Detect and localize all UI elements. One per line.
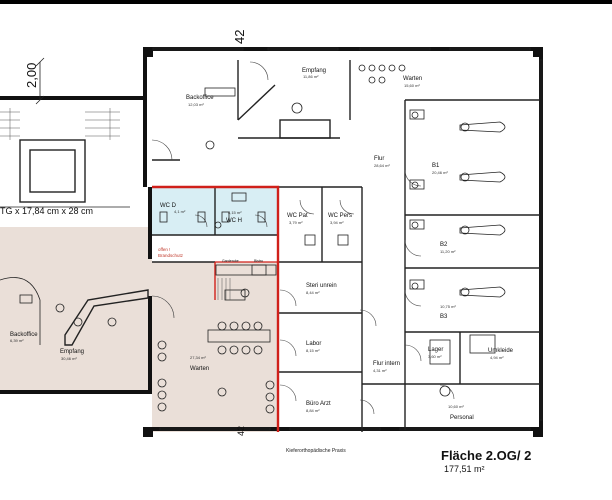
dim-left-height: 2,00 xyxy=(24,63,39,88)
top-border-strip xyxy=(0,0,612,4)
room-area-wc-d: 4,1 m² xyxy=(174,209,186,214)
room-name-umkleide: Umkleide xyxy=(488,348,514,354)
room-name-empfang-left: Empfang xyxy=(60,349,84,355)
reception-desk-left xyxy=(0,277,149,346)
room-area-b3: 10,75 m² xyxy=(440,304,456,309)
room-area-wc-pers: 3,94 m² xyxy=(330,220,344,225)
service-furniture xyxy=(215,264,496,397)
room-name-b3: B3 xyxy=(440,314,448,320)
room-area-b1: 20,46 m² xyxy=(432,170,448,175)
room-name-flur-intern: Flur intern xyxy=(373,361,400,367)
room-area-empfang-top: 11,86 m² xyxy=(303,74,319,79)
fire-note-open: offen ! xyxy=(158,247,170,252)
room-name-wc-pat: WC Pat xyxy=(287,213,308,219)
room-labels: Backoffice 12,03 m² Empfang 11,86 m² War… xyxy=(10,68,514,421)
room-area-labor: 8,15 m² xyxy=(306,348,320,353)
room-area-steri: 8,44 m² xyxy=(306,290,320,295)
fire-boundary xyxy=(152,185,280,432)
room-area-buero-arzt: 8,84 m² xyxy=(306,408,320,413)
stair-spec: TG x 17,84 cm x 28 cm xyxy=(0,206,93,216)
sign-bistro: Bistro xyxy=(254,259,263,263)
room-area-b2: 11,20 m² xyxy=(440,249,456,254)
practice-caption: Kieferorthopädische Praxis xyxy=(286,448,346,454)
room-area-flur-intern: 4,31 m² xyxy=(373,368,387,373)
room-name-warten-main: Warten xyxy=(190,366,209,372)
window-marks-top xyxy=(152,47,543,431)
room-name-wc-h: WC H xyxy=(226,218,242,224)
shared-zone-fill xyxy=(0,227,152,392)
floor-area-title: Fläche 2.OG/ 2 xyxy=(441,448,531,463)
floor-area-value: 177,51 m² xyxy=(444,464,485,474)
fire-annotations: offen ! Brandschutz Garderobe Bistro xyxy=(158,247,263,263)
room-name-b1: B1 xyxy=(432,163,440,169)
room-name-empfang-top: Empfang xyxy=(302,68,326,74)
treatment-chairs xyxy=(409,109,506,298)
room-name-labor: Labor xyxy=(306,341,321,347)
room-name-wc-pers: WC Pers xyxy=(328,213,352,219)
sign-garderobe: Garderobe xyxy=(222,259,239,263)
room-area-warten-main: 27,34 m² xyxy=(190,355,206,360)
room-name-lager: Lager xyxy=(428,347,443,353)
stairwell xyxy=(0,57,130,208)
room-area-warten-top: 15,60 m² xyxy=(404,83,420,88)
room-area-lager: 3,60 m² xyxy=(428,354,442,359)
room-name-warten-top: Warten xyxy=(403,76,422,82)
room-name-wc-d: WC D xyxy=(160,203,177,209)
room-area-empfang-left: 30,46 m² xyxy=(61,356,77,361)
waiting-seating xyxy=(157,321,275,414)
room-name-b2: B2 xyxy=(440,242,448,248)
room-name-buero-arzt: Büro Arzt xyxy=(306,401,331,407)
room-area-wc-h: 4,15 m² xyxy=(228,210,242,215)
room-area-backoffice-top: 12,03 m² xyxy=(188,102,204,107)
room-name-backoffice-left: Backoffice xyxy=(10,332,38,338)
dim-bottom-thickness: 42 xyxy=(236,426,246,436)
room-name-backoffice-top: Backoffice xyxy=(186,95,214,101)
wc-fixtures xyxy=(159,192,349,246)
room-area-personal: 10,60 m² xyxy=(448,404,464,409)
dim-top-thickness: 42 xyxy=(232,30,247,44)
room-area-flur: 28,64 m² xyxy=(374,163,390,168)
fire-note-brandschutz: Brandschutz xyxy=(158,253,184,258)
room-name-personal: Personal xyxy=(450,415,474,421)
room-area-umkleide: 4,94 m² xyxy=(490,355,504,360)
room-area-backoffice-left: 6,39 m² xyxy=(10,338,24,343)
room-area-wc-pat: 3,79 m² xyxy=(289,220,303,225)
top-reception xyxy=(204,64,406,150)
exterior-walls xyxy=(0,47,543,437)
dimension-labels: 42 2,00 42 TG x 17,84 cm x 28 cm xyxy=(0,30,247,436)
room-name-flur: Flur xyxy=(374,156,384,162)
room-name-steri: Steri unrein xyxy=(306,283,337,289)
